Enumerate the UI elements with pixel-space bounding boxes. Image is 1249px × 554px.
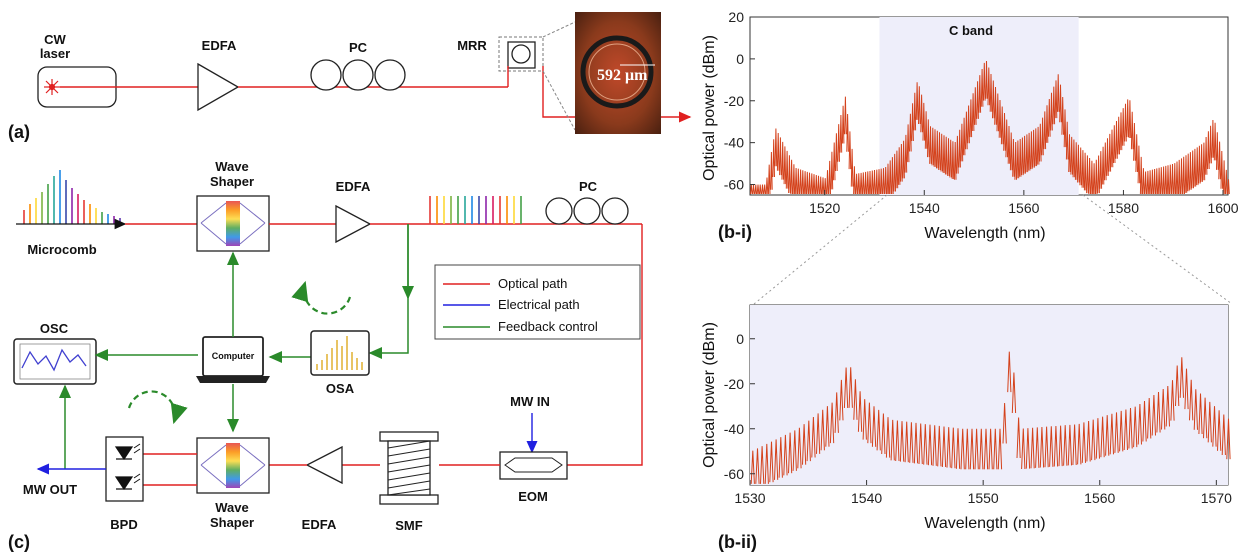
microcomb-spectrum-icon <box>23 170 121 224</box>
y-tick-label: 20 <box>728 9 744 25</box>
x-tick-label: 1550 <box>968 490 999 506</box>
mrr-label: MRR <box>457 38 487 53</box>
panel-label-bi: (b-i) <box>718 222 752 242</box>
chart-b-ii-plot: 1530 1540 1550 1560 1570 -60 -40 -20 0 <box>724 305 1232 506</box>
y-tick-label: 0 <box>736 331 744 347</box>
bpd-label: BPD <box>110 517 137 532</box>
comb-lines-icon <box>429 196 522 224</box>
osc-screen <box>13 338 97 385</box>
spectrum-trace <box>750 351 1231 484</box>
y-tick-label: -20 <box>724 376 744 392</box>
y-tick-label: -60 <box>724 177 744 193</box>
panel-label-c: (c) <box>8 532 30 552</box>
smf-label: SMF <box>395 518 423 533</box>
chart-b-i-xlabel: Wavelength (nm) <box>924 225 1045 242</box>
y-tick-label: -40 <box>724 135 744 151</box>
x-tick-label: 1600 <box>1207 200 1238 216</box>
laser-star-icon <box>44 79 60 95</box>
edfa-bottom-amplifier-icon <box>305 445 343 485</box>
legend: Optical path Electrical path Feedback co… <box>434 264 641 340</box>
computer-label: Computer <box>212 351 255 361</box>
chart-b-i-ylabel: Optical power (dBm) <box>701 35 718 181</box>
chart-b-i-annotation: C band <box>949 23 993 38</box>
zoom-line-left <box>753 194 888 305</box>
chart-b-ii-ylabel: Optical power (dBm) <box>701 322 718 468</box>
chart-b-ii: 1530 1540 1550 1560 1570 -60 -40 -20 0 Wavelengt… <box>701 304 1232 552</box>
feedback-loop-top-icon <box>291 280 352 315</box>
x-tick-label: 1560 <box>1084 490 1115 506</box>
edfa-top-label: EDFA <box>336 179 371 194</box>
mrr-zoom-frame <box>498 36 544 72</box>
mw-out-label: MW OUT <box>23 482 77 497</box>
chart-b-ii-xlabel: Wavelength (nm) <box>924 515 1045 532</box>
edfa-a-label: EDFA <box>202 38 237 53</box>
edfa-a-amplifier-icon <box>197 62 240 112</box>
y-tick-label: -60 <box>724 466 744 482</box>
y-tick-label: -40 <box>724 421 744 437</box>
legend-optical: Optical path <box>498 276 567 291</box>
x-tick-label: 1580 <box>1108 200 1139 216</box>
edfa-bottom-label: EDFA <box>302 517 337 532</box>
mw-in-label: MW IN <box>510 394 550 409</box>
plot-background <box>750 305 1228 485</box>
pc-c-label: PC <box>579 179 598 194</box>
x-tick-label: 1520 <box>809 200 840 216</box>
zoom-line-right <box>1082 194 1233 305</box>
mrr-ring-icon <box>511 44 531 64</box>
osc-label: OSC <box>40 321 69 336</box>
panel-label-a: (a) <box>8 122 30 142</box>
x-tick-label: 1540 <box>909 200 940 216</box>
eom-label: EOM <box>518 489 548 504</box>
x-tick-label: 1570 <box>1201 490 1232 506</box>
pc-a-paddles-icon <box>310 59 406 91</box>
pc-a-label: PC <box>349 40 368 55</box>
x-tick-label: 1560 <box>1008 200 1039 216</box>
smf-spool-icon <box>379 431 439 505</box>
y-tick-label: 0 <box>736 51 744 67</box>
bpd-detector <box>105 436 144 502</box>
eom-modulator <box>499 451 568 480</box>
microcomb-label: Microcomb <box>27 242 96 257</box>
x-tick-label: 1540 <box>851 490 882 506</box>
computer-laptop: Computer <box>196 336 270 383</box>
waveform-icon <box>21 348 87 372</box>
mrr-micrograph: 592 μm <box>575 12 661 134</box>
y-tick-label: -20 <box>724 93 744 109</box>
feedback-path-osa <box>368 224 409 359</box>
chart-b-i-plot: 1520 1540 1560 1580 1600 -60 -40 -20 0 20 <box>724 9 1239 216</box>
optical-path-c-right <box>567 224 643 466</box>
x-tick-label: 1530 <box>734 490 765 506</box>
osa-label: OSA <box>326 381 355 396</box>
waveshaper-bottom-box <box>196 437 270 494</box>
panel-label-bii: (b-ii) <box>718 532 757 552</box>
osa-screen <box>310 330 370 376</box>
edfa-top-amplifier-icon <box>335 204 372 244</box>
legend-feedback: Feedback control <box>498 319 598 334</box>
legend-electrical: Electrical path <box>498 297 580 312</box>
scale-bar-text: 592 μm <box>597 67 648 84</box>
feedback-loop-bottom-icon <box>127 390 188 425</box>
waveshaper-top-box <box>196 195 270 252</box>
pc-c-paddles-icon <box>545 197 629 225</box>
